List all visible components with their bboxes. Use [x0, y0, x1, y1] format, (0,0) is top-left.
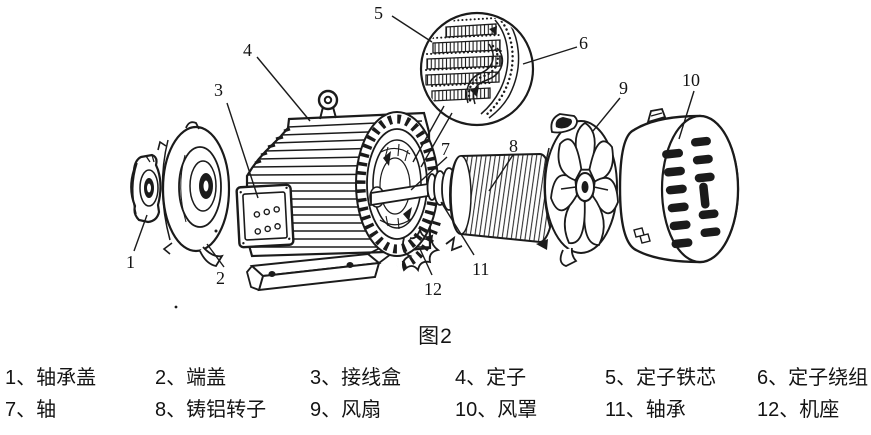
legend-item-11: 11、轴承	[605, 394, 757, 426]
callout-9: 9	[619, 78, 628, 98]
callout-8: 8	[509, 136, 518, 156]
legend-num: 6	[757, 367, 769, 389]
stray-dot	[174, 305, 178, 309]
figure-caption: 图2	[418, 325, 453, 348]
legend-num: 5	[605, 367, 617, 389]
callout-10: 10	[682, 70, 700, 90]
legend-separator: 、	[779, 399, 800, 421]
junction-box	[235, 183, 295, 249]
callout-4: 4	[243, 40, 252, 60]
legend-num: 3	[310, 367, 322, 389]
legend-label: 定子	[486, 367, 527, 389]
legend-item-2: 2、端盖	[155, 362, 310, 394]
legend-item-3: 3、接线盒	[310, 362, 455, 394]
fan-blades	[550, 121, 619, 246]
motor-frame-part	[235, 89, 463, 292]
legend-label: 定子铁芯	[636, 367, 717, 389]
legend-separator: 、	[16, 399, 37, 421]
legend-label: 端盖	[186, 367, 227, 389]
legend-num: 9	[310, 399, 322, 421]
legend-num: 2	[155, 367, 167, 389]
stator-core-laminations	[425, 17, 502, 102]
legend-separator: 、	[768, 367, 789, 389]
callout-3: 3	[214, 80, 223, 100]
legend-label: 机座	[799, 399, 840, 421]
legend-label: 接线盒	[341, 367, 402, 389]
legend-item-1: 1、轴承盖	[5, 362, 155, 394]
detail-pointer-lines	[412, 105, 453, 168]
legend-num: 1	[5, 367, 17, 389]
legend-label: 风罩	[497, 399, 538, 421]
legend-separator: 、	[321, 367, 342, 389]
legend-label: 风扇	[341, 399, 382, 421]
callout-5: 5	[374, 3, 383, 23]
detail-circle	[412, 11, 535, 168]
eye-bolt	[317, 89, 339, 120]
legend-item-9: 9、风扇	[310, 394, 455, 426]
legend-item-10: 10、风罩	[455, 394, 605, 426]
bearing-cover-part	[130, 153, 162, 224]
legend-label: 定子绕组	[788, 367, 869, 389]
legend-separator: 、	[466, 367, 487, 389]
callout-numbers: 1 2 3 4 5 6 7 8 9 10 11 12	[126, 3, 700, 299]
callout-12: 12	[424, 279, 442, 299]
legend-label: 轴	[36, 399, 57, 421]
end-cover-part	[157, 121, 231, 268]
legend-separator: 、	[616, 367, 637, 389]
vent-slots	[662, 136, 721, 249]
legend-item-6: 6、定子绕组	[757, 362, 868, 394]
legend-num: 10	[455, 399, 478, 421]
legend-num: 4	[455, 367, 467, 389]
callout-6: 6	[579, 33, 588, 53]
legend-label: 铸铝转子	[186, 399, 267, 421]
legend-separator: 、	[321, 399, 342, 421]
fin-shadows	[254, 127, 291, 165]
rotor-part	[448, 152, 573, 250]
legend-num: 12	[757, 399, 780, 421]
legend-separator: 、	[166, 367, 187, 389]
callout-2: 2	[216, 268, 225, 288]
legend-separator: 、	[166, 399, 187, 421]
legend-item-8: 8、铸铝转子	[155, 394, 310, 426]
legend-label: 轴承盖	[36, 367, 97, 389]
legend-num: 11	[605, 399, 626, 421]
legend-item-4: 4、定子	[455, 362, 605, 394]
fan-part	[543, 113, 619, 267]
callout-1: 1	[126, 252, 135, 272]
callout-7: 7	[441, 139, 450, 159]
legend-separator: 、	[477, 399, 498, 421]
legend-num: 8	[155, 399, 167, 421]
stator-winding	[465, 15, 520, 119]
legend-item-12: 12、机座	[757, 394, 868, 426]
frame-flange	[396, 220, 463, 273]
legend-separator: 、	[16, 367, 37, 389]
parts-legend: 1、轴承盖 2、端盖 3、接线盒 4、定子 5、定子铁芯 6、定子绕组 7、轴 …	[5, 362, 868, 426]
legend-label: 轴承	[645, 399, 686, 421]
leader-lines	[133, 15, 695, 276]
motor-exploded-diagram: 1 2 3 4 5 6 7 8 9 10 11 12	[126, 3, 740, 309]
legend-separator: 、	[625, 399, 646, 421]
legend-item-7: 7、轴	[5, 394, 155, 426]
callout-11: 11	[472, 259, 489, 279]
legend-item-5: 5、定子铁芯	[605, 362, 757, 394]
fan-cover-part	[618, 107, 740, 264]
legend-num: 7	[5, 399, 17, 421]
mounting-feet	[246, 245, 393, 292]
pointer-arrow	[536, 239, 548, 250]
